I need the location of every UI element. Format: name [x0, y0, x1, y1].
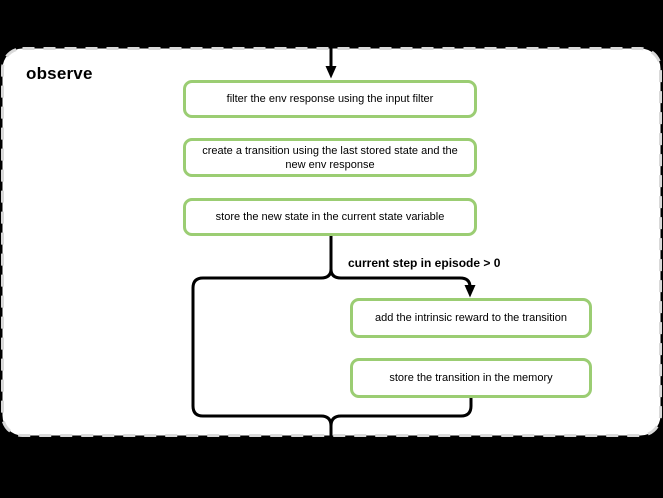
flow-node-store-transition-memory: store the transition in the memory [350, 358, 592, 398]
flow-node-label: store the new state in the current state… [215, 211, 445, 223]
diagram-title: observe [26, 64, 93, 83]
flow-node-label: add the intrinsic reward to the transiti… [375, 312, 567, 324]
connector-branch-true [329, 268, 472, 288]
flow-node-label: create a transition using the last store… [202, 144, 458, 171]
connector-return [329, 398, 473, 427]
arrowhead-down-icon [325, 66, 337, 79]
flow-node-filter-env-response: filter the env response using the input … [183, 80, 477, 118]
condition-label: current step in episode > 0 [348, 256, 501, 270]
flow-node-add-intrinsic-reward: add the intrinsic reward to the transiti… [350, 298, 592, 338]
arrowhead-down-icon [464, 285, 476, 298]
flow-node-label: filter the env response using the input … [226, 93, 434, 105]
flow-node-label: store the transition in the memory [389, 372, 553, 384]
connector-bypass [191, 268, 333, 427]
flow-node-create-transition: create a transition using the last store… [183, 138, 477, 177]
flow-node-store-new-state: store the new state in the current state… [183, 198, 477, 236]
